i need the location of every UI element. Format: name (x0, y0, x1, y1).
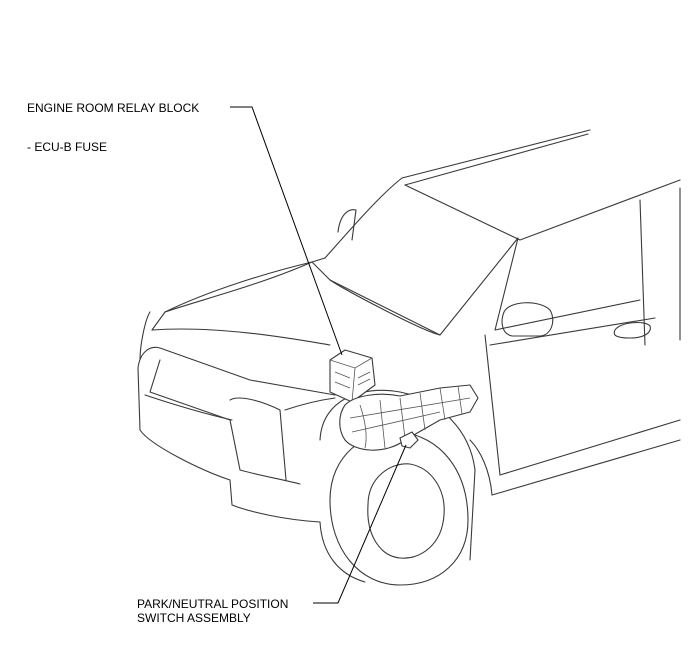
pnp-leader-line (313, 444, 407, 604)
transmission-component (339, 384, 479, 451)
ecu-b-fuse-label: - ECU-B FUSE (27, 140, 108, 154)
relay-block-label: ENGINE ROOM RELAY BLOCK (27, 101, 200, 115)
pnp-switch-label-line2: SWITCH ASSEMBLY (137, 611, 251, 625)
pnp-switch-label: PARK/NEUTRAL POSITION SWITCH ASSEMBLY (137, 597, 288, 625)
pnp-switch-label-line1: PARK/NEUTRAL POSITION (137, 597, 289, 611)
front-grille (137, 311, 336, 523)
relay-leader-line (230, 106, 343, 356)
relay-block-component (329, 349, 376, 403)
vehicle-body (151, 129, 681, 496)
leader-lines (230, 106, 407, 604)
